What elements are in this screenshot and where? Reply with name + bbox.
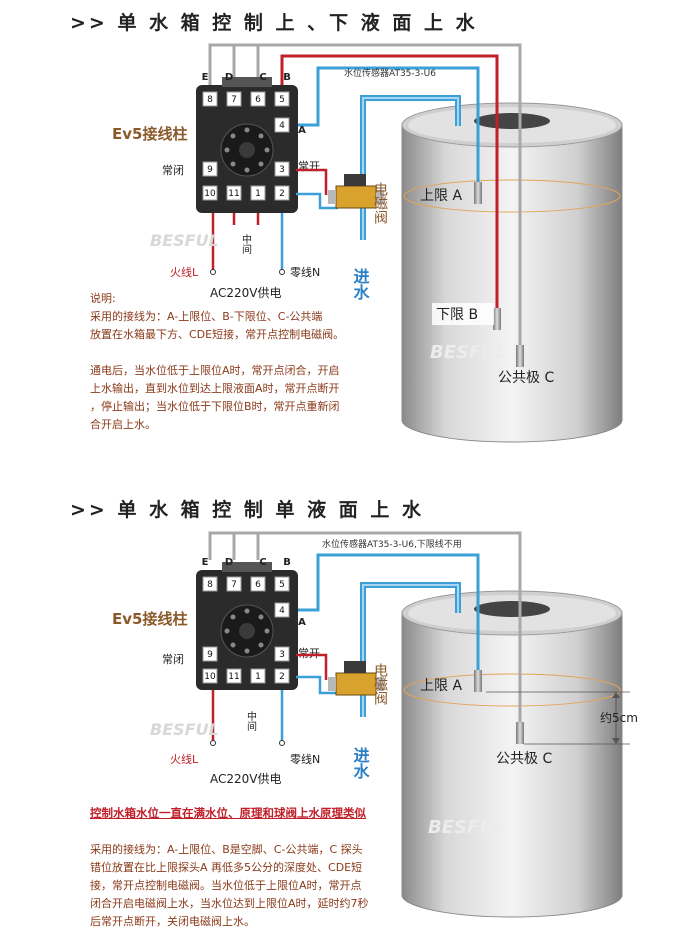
section-single-level: >> 单 水 箱 控 制 单 液 面 上 水 <box>0 485 700 930</box>
terminal-block <box>196 562 298 690</box>
wire-common-gray <box>208 43 522 345</box>
pin-9: 9 <box>207 165 213 175</box>
probe-label-common: 公共极 C <box>498 370 554 386</box>
pin-11: 11 <box>228 189 239 199</box>
section-heading: >> 单 水 箱 控 制 上 、下 液 面 上 水 <box>70 12 478 34</box>
label-live: 火线L <box>170 265 199 279</box>
pin-11: 11 <box>228 672 239 682</box>
probe-common-icon <box>516 345 524 367</box>
probe-upper-icon <box>474 182 482 204</box>
note-line: 通电后，当水位低于上限位A时，常开点闭合，开启 <box>90 364 340 377</box>
note-line: 放置在水箱最下方、CDE短接，常开点控制电磁阀。 <box>90 328 345 341</box>
pin-letter-e: E <box>202 72 209 83</box>
label-power: AC220V供电 <box>210 772 282 786</box>
note-line: ，停止输出；当水位低于下限位B时，常开点重新闭 <box>90 400 340 413</box>
note-line: 采用的接线为：A-上限位、B是空脚、C-公共端，C 探头 <box>90 843 363 856</box>
label-normally-closed: 常闭 <box>162 164 184 177</box>
pin-letter-b: B <box>283 557 291 568</box>
label-middle: 中间 <box>245 710 257 732</box>
pin-letter-c: C <box>259 557 266 568</box>
label-normally-open: 常开 <box>298 647 320 660</box>
wire-lower-red <box>280 54 499 308</box>
pin-6: 6 <box>255 580 261 590</box>
wire-common-gray <box>208 531 522 722</box>
sensor-label: 水位传感器AT35-3-U6 <box>344 67 436 79</box>
inlet-label: 进水 <box>351 747 370 780</box>
pin-8: 8 <box>207 580 213 590</box>
pin-letter-d: D <box>225 72 233 83</box>
note-line: 闭合开启电磁阀上水，当水位达到上限位A时，延时约7秒 <box>90 897 369 910</box>
pin-4: 4 <box>279 121 285 131</box>
inlet-label: 进水 <box>351 268 370 301</box>
label-neutral: 零线N <box>290 752 320 766</box>
pin-letter-a: A <box>298 617 306 628</box>
pin-letter-b: B <box>283 72 291 83</box>
note-line: 错位放置在比上限探头A 再低多5公分的深度处、CDE短 <box>90 861 363 874</box>
terminal-title: Ev5接线柱 <box>112 610 187 628</box>
terminal-title: Ev5接线柱 <box>112 125 187 143</box>
note-line: 上水输出，直到水位到达上限液面A时，常开点断开 <box>90 382 340 395</box>
solenoid-valve <box>328 661 384 696</box>
watermark-logo-tank: BESFUL <box>430 342 507 363</box>
wire-upper-blue <box>296 553 480 670</box>
dimension-marker <box>486 691 630 745</box>
probe-label-common: 公共极 C <box>496 751 552 767</box>
watermark-logo: BESFUL <box>150 720 219 739</box>
pin-10: 10 <box>204 189 216 199</box>
pin-1: 1 <box>255 189 261 199</box>
pin-8: 8 <box>207 95 213 105</box>
probe-upper-icon <box>474 670 482 692</box>
pin-2: 2 <box>279 672 285 682</box>
pin-letter-e: E <box>202 557 209 568</box>
valve-label: 电磁阀 <box>372 663 388 706</box>
pin-letter-a: A <box>298 125 306 136</box>
note-line: 采用的接线为：A-上限位、B-下限位、C-公共端 <box>90 310 323 323</box>
label-live: 火线L <box>170 752 199 766</box>
pin-7: 7 <box>231 95 237 105</box>
probe-common-icon <box>516 722 524 744</box>
wire-upper-blue <box>296 66 480 182</box>
notes-title: 说明: <box>90 292 116 305</box>
pin-9: 9 <box>207 650 213 660</box>
pin-2: 2 <box>279 189 285 199</box>
notes-block: 采用的接线为：A-上限位、B是空脚、C-公共端，C 探头 错位放置在比上限探头A… <box>90 841 369 931</box>
highlight-note: 控制水箱水位一直在满水位、原理和球阀上水原理类似 <box>90 806 366 820</box>
note-line: 接，常开点控制电磁阀。当水位低于上限位A时，常开点 <box>90 879 362 892</box>
dimension-label: 约5cm <box>600 710 638 725</box>
solenoid-valve <box>328 174 384 209</box>
water-tank <box>401 102 623 443</box>
wiring-diagram: 8 7 6 5 4 3 9 10 11 1 2 E D C B A Ev5接线柱… <box>112 531 638 918</box>
wiring-diagram: 8 7 6 5 4 3 9 10 11 1 2 E D C B A Ev5接线柱… <box>112 43 623 443</box>
pin-5: 5 <box>279 95 285 105</box>
label-normally-closed: 常闭 <box>162 653 184 666</box>
pin-5: 5 <box>279 580 285 590</box>
probe-label-lower: 下限 B <box>436 307 478 323</box>
pin-letter-d: D <box>225 557 233 568</box>
pin-6: 6 <box>255 95 261 105</box>
probe-label-upper: 上限 A <box>420 188 462 204</box>
note-line: 合开启上水。 <box>90 418 156 431</box>
sensor-label: 水位传感器AT35-3-U6,下限线不用 <box>322 538 462 550</box>
section-heading: >> 单 水 箱 控 制 单 液 面 上 水 <box>70 499 424 521</box>
watermark-logo-tank: BESFUL <box>428 817 505 838</box>
notes-block: 说明: 采用的接线为：A-上限位、B-下限位、C-公共端 放置在水箱最下方、CD… <box>90 290 344 434</box>
note-line: 后常开点断开，关闭电磁阀上水。 <box>90 915 255 928</box>
probe-label-upper: 上限 A <box>420 678 462 694</box>
valve-label: 电磁阀 <box>372 182 388 225</box>
label-neutral: 零线N <box>290 265 320 279</box>
watermark-logo: BESFUL <box>150 231 219 250</box>
pin-letter-c: C <box>259 72 266 83</box>
pin-7: 7 <box>231 580 237 590</box>
probe-lower-icon <box>493 308 501 330</box>
pin-3: 3 <box>279 650 285 660</box>
label-middle: 中间 <box>240 233 252 255</box>
pin-3: 3 <box>279 165 285 175</box>
pin-10: 10 <box>204 672 216 682</box>
terminal-block <box>196 77 298 213</box>
water-tank <box>401 590 623 918</box>
label-power: AC220V供电 <box>210 286 282 300</box>
section-upper-lower-level: >> 单 水 箱 控 制 上 、下 液 面 上 水 <box>0 0 700 465</box>
pin-4: 4 <box>279 606 285 616</box>
pin-1: 1 <box>255 672 261 682</box>
